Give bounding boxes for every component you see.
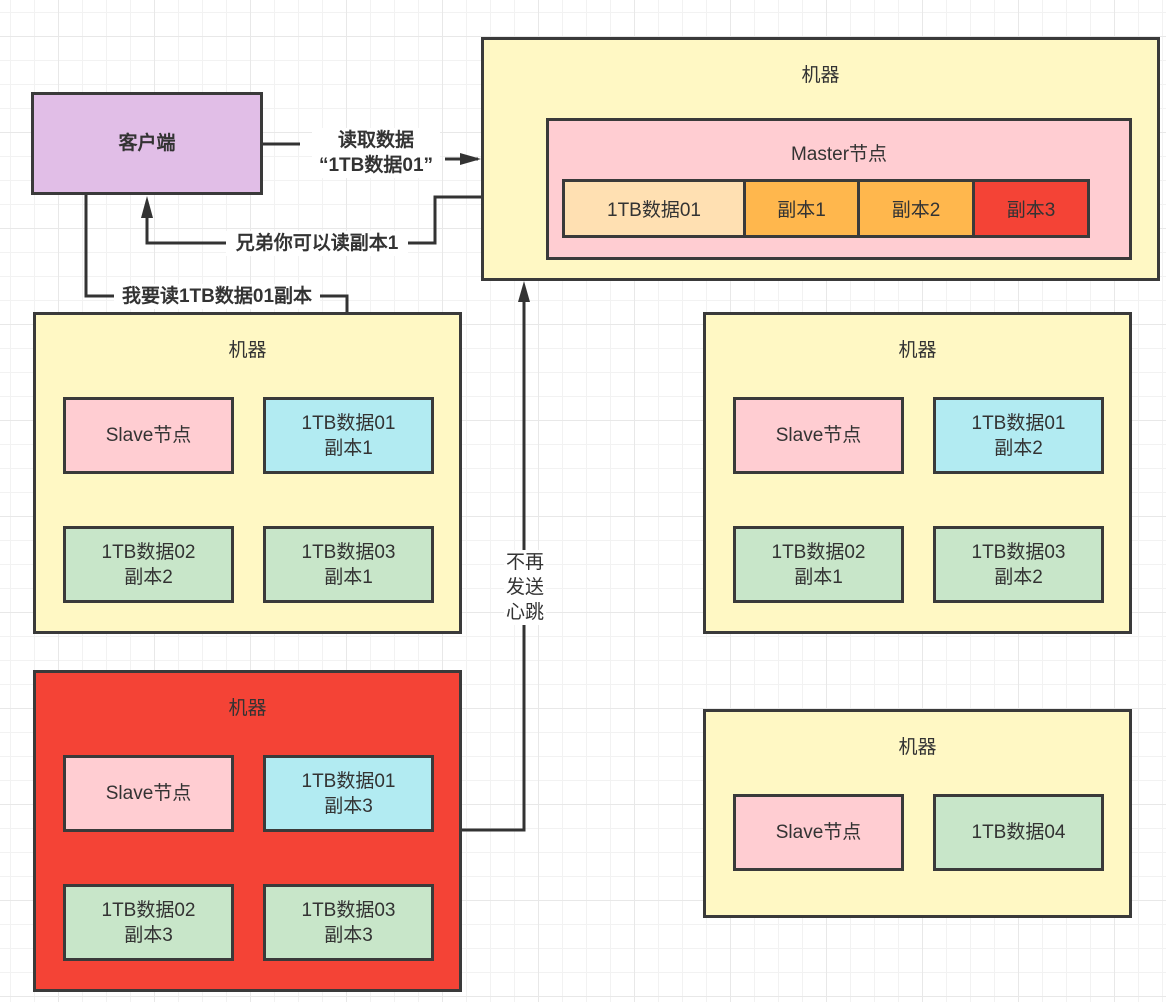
client-box[interactable]: 客户端 (31, 92, 263, 195)
slave-machine-1[interactable]: 机器 Slave节点 1TB数据01 副本1 1TB数据02 副本2 1TB数据… (33, 312, 462, 634)
data-block[interactable]: 1TB数据03 副本3 (263, 884, 434, 961)
data-block[interactable]: 1TB数据02 副本3 (63, 884, 234, 961)
cell-label: 副本3 (1006, 200, 1056, 221)
slave-node[interactable]: Slave节点 (733, 794, 904, 871)
slave-node[interactable]: Slave节点 (733, 397, 904, 474)
machine-title: 机器 (228, 698, 267, 719)
slave-machine-4[interactable]: 机器 Slave节点 1TB数据04 (703, 709, 1132, 918)
data-block[interactable]: 1TB数据02 副本1 (733, 526, 904, 603)
machine-title: 机器 (801, 65, 840, 86)
cell-label: 副本1 (777, 200, 826, 221)
master-cell-replica-3[interactable]: 副本3 (975, 182, 1087, 235)
edge-heartbeat-arrow (518, 281, 530, 302)
slave-node[interactable]: Slave节点 (63, 397, 234, 474)
machine-title: 机器 (228, 340, 267, 361)
data-block[interactable]: 1TB数据01 副本1 (263, 397, 434, 474)
machine-title: 机器 (898, 737, 937, 758)
edge-read-request-arrow (460, 153, 481, 165)
master-cell-data[interactable]: 1TB数据01 (565, 182, 746, 235)
master-cell-replica-1[interactable]: 副本1 (746, 182, 860, 235)
machine-title: 机器 (898, 340, 937, 361)
edge-label-read-request: 读取数据 “1TB数据01” (312, 128, 440, 178)
data-block[interactable]: 1TB数据01 副本3 (263, 755, 434, 832)
slave-machine-2[interactable]: 机器 Slave节点 1TB数据01 副本2 1TB数据02 副本1 1TB数据… (703, 312, 1132, 634)
edge-label-read-replica: 我要读1TB数据01副本 (114, 284, 320, 309)
cell-label: 1TB数据01 (607, 200, 701, 221)
master-machine[interactable]: 机器 Master节点 1TB数据01 副本1 副本2 副本3 (481, 37, 1160, 281)
edge-label-reply: 兄弟你可以读副本1 (226, 231, 408, 256)
data-block[interactable]: 1TB数据01 副本2 (933, 397, 1104, 474)
data-block[interactable]: 1TB数据03 副本2 (933, 526, 1104, 603)
master-node-label: Master节点 (790, 144, 888, 165)
master-data-row: 1TB数据01 副本1 副本2 副本3 (562, 179, 1090, 238)
master-cell-replica-2[interactable]: 副本2 (860, 182, 975, 235)
slave-machine-3-failed[interactable]: 机器 Slave节点 1TB数据01 副本3 1TB数据02 副本3 1TB数据… (33, 670, 462, 992)
client-label: 客户端 (118, 133, 176, 154)
edge-label-heartbeat: 不再 发送 心跳 (504, 550, 546, 625)
data-block[interactable]: 1TB数据04 (933, 794, 1104, 871)
data-block[interactable]: 1TB数据03 副本1 (263, 526, 434, 603)
master-node[interactable]: Master节点 1TB数据01 副本1 副本2 副本3 (546, 118, 1132, 260)
cell-label: 副本2 (891, 200, 941, 221)
slave-node[interactable]: Slave节点 (63, 755, 234, 832)
edge-reply-arrow (141, 196, 153, 218)
data-block[interactable]: 1TB数据02 副本2 (63, 526, 234, 603)
